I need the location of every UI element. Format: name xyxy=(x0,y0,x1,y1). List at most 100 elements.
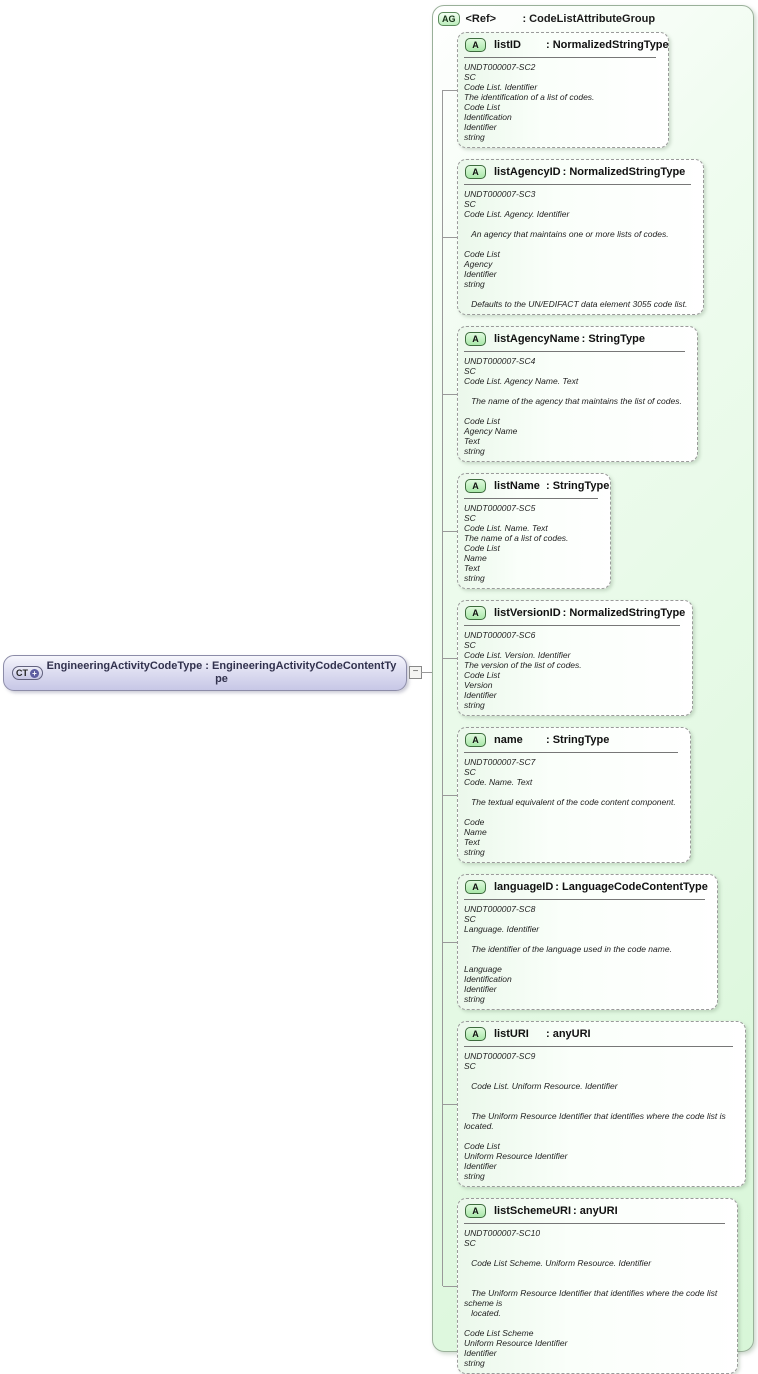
attribute-type: : LanguageCodeContentType xyxy=(555,881,708,893)
doc-line: An agency that maintains one or more lis… xyxy=(464,229,669,239)
attribute-header: A name : StringType xyxy=(462,732,686,748)
attribute-type: : anyURI xyxy=(546,1028,591,1040)
attribute-name: listSchemeURI xyxy=(494,1205,572,1217)
attribute-group-name: CodeListAttributeGroup xyxy=(529,12,656,25)
doc-line: SC xyxy=(464,914,476,924)
attribute-header: A listAgencyName : StringType xyxy=(462,331,693,347)
doc-line: Identifier xyxy=(464,690,497,700)
doc-line xyxy=(464,807,684,817)
attribute-name: listAgencyID xyxy=(494,166,561,178)
doc-line: Name xyxy=(464,553,487,563)
complex-type-node[interactable]: CT + EngineeringActivityCodeType : Engin… xyxy=(3,655,407,691)
doc-line: UNDT000007-SC6 xyxy=(464,630,536,640)
doc-line: UNDT000007-SC10 xyxy=(464,1228,541,1238)
attribute-name: listName xyxy=(494,480,540,492)
attribute-node[interactable]: A listSchemeURI : anyURI UNDT000007-SC10… xyxy=(443,1198,738,1374)
doc-line: string xyxy=(464,700,485,710)
doc-line: Identifier xyxy=(464,269,497,279)
attribute-group-node[interactable]: AG <Ref> : CodeListAttributeGroup A list… xyxy=(432,5,754,1374)
attribute-node[interactable]: A listID : NormalizedStringType UNDT0000… xyxy=(443,32,669,148)
doc-line xyxy=(464,406,691,416)
attribute-name: listVersionID xyxy=(494,607,561,619)
doc-line: The identification of a list of codes. xyxy=(464,92,595,102)
doc-line: UNDT000007-SC5 xyxy=(464,503,536,513)
colon-separator: : xyxy=(522,12,527,25)
doc-line: string xyxy=(464,1358,485,1368)
doc-line: Code List xyxy=(464,416,500,426)
attribute-header: A listSchemeURI : anyURI xyxy=(462,1203,733,1219)
doc-line xyxy=(464,1091,739,1101)
doc-line xyxy=(464,787,684,797)
doc-line xyxy=(464,934,711,944)
doc-line: string xyxy=(464,1171,485,1181)
doc-line: Identifier xyxy=(464,1161,497,1171)
doc-line: Code List xyxy=(464,249,500,259)
attribute-group-ref: <Ref> xyxy=(465,12,497,25)
doc-line: Code List. Version. Identifier xyxy=(464,650,571,660)
doc-line xyxy=(464,386,691,396)
attribute-group-header: AG <Ref> : CodeListAttributeGroup xyxy=(433,6,753,28)
doc-line: Code List Scheme xyxy=(464,1328,534,1338)
attribute-icon: A xyxy=(465,1027,486,1041)
doc-line: Version xyxy=(464,680,493,690)
doc-line: Code List xyxy=(464,102,500,112)
doc-line: SC xyxy=(464,72,476,82)
attribute-node[interactable]: A listAgencyID : NormalizedStringType UN… xyxy=(443,159,704,315)
doc-line: string xyxy=(464,279,485,289)
attribute-type: : StringType xyxy=(581,333,645,345)
attribute-list: A listID : NormalizedStringType UNDT0000… xyxy=(443,32,753,1374)
header-separator xyxy=(464,625,680,626)
doc-line xyxy=(464,1101,739,1111)
doc-line: Code xyxy=(464,817,485,827)
doc-line xyxy=(464,289,697,299)
attribute-type: : NormalizedStringType xyxy=(546,39,669,51)
header-separator xyxy=(464,184,691,185)
attribute-header: A languageID : LanguageCodeContentType xyxy=(462,879,713,895)
doc-line: Code List xyxy=(464,670,500,680)
doc-line: string xyxy=(464,994,485,1004)
attribute-header: A listAgencyID : NormalizedStringType xyxy=(462,164,699,180)
doc-line: Name xyxy=(464,827,487,837)
doc-line: Code List xyxy=(464,1141,500,1151)
doc-line xyxy=(464,1268,731,1278)
header-separator xyxy=(464,1046,733,1047)
attribute-node[interactable]: A languageID : LanguageCodeContentType U… xyxy=(443,874,718,1010)
doc-line: Text xyxy=(464,563,480,573)
header-separator xyxy=(464,752,678,753)
connector-line xyxy=(421,672,442,673)
doc-line: Language xyxy=(464,964,502,974)
doc-line: Uniform Resource Identifier xyxy=(464,1338,568,1348)
plus-circle-icon: + xyxy=(30,668,39,678)
doc-line: located. xyxy=(464,1308,501,1318)
doc-line: SC xyxy=(464,1238,476,1248)
doc-line: UNDT000007-SC4 xyxy=(464,356,536,366)
doc-line: Identifier xyxy=(464,984,497,994)
doc-line: string xyxy=(464,446,485,456)
attribute-node[interactable]: A listVersionID : NormalizedStringType U… xyxy=(443,600,693,716)
doc-line xyxy=(464,1131,739,1141)
doc-line xyxy=(464,1248,731,1258)
header-separator xyxy=(464,57,656,58)
complex-type-title-line2: pe xyxy=(215,673,228,685)
attribute-header: A listURI : anyURI xyxy=(462,1026,741,1042)
doc-line: UNDT000007-SC2 xyxy=(464,62,536,72)
doc-line: The name of the agency that maintains th… xyxy=(464,396,682,406)
attribute-icon: A xyxy=(465,38,486,52)
attribute-name: listURI xyxy=(494,1028,529,1040)
complex-type-icon: CT + xyxy=(12,666,43,680)
complex-type-title-line1: EngineeringActivityCodeType : Engineerin… xyxy=(46,660,397,672)
attribute-type: : anyURI xyxy=(573,1205,618,1217)
doc-line: located. xyxy=(464,1121,494,1131)
header-separator xyxy=(464,351,685,352)
doc-line: The textual equivalent of the code conte… xyxy=(464,797,676,807)
attribute-node[interactable]: A listAgencyName : StringType UNDT000007… xyxy=(443,326,698,462)
attribute-icon: A xyxy=(465,165,486,179)
attribute-header: A listID : NormalizedStringType xyxy=(462,37,669,53)
doc-line: Language. Identifier xyxy=(464,924,540,934)
